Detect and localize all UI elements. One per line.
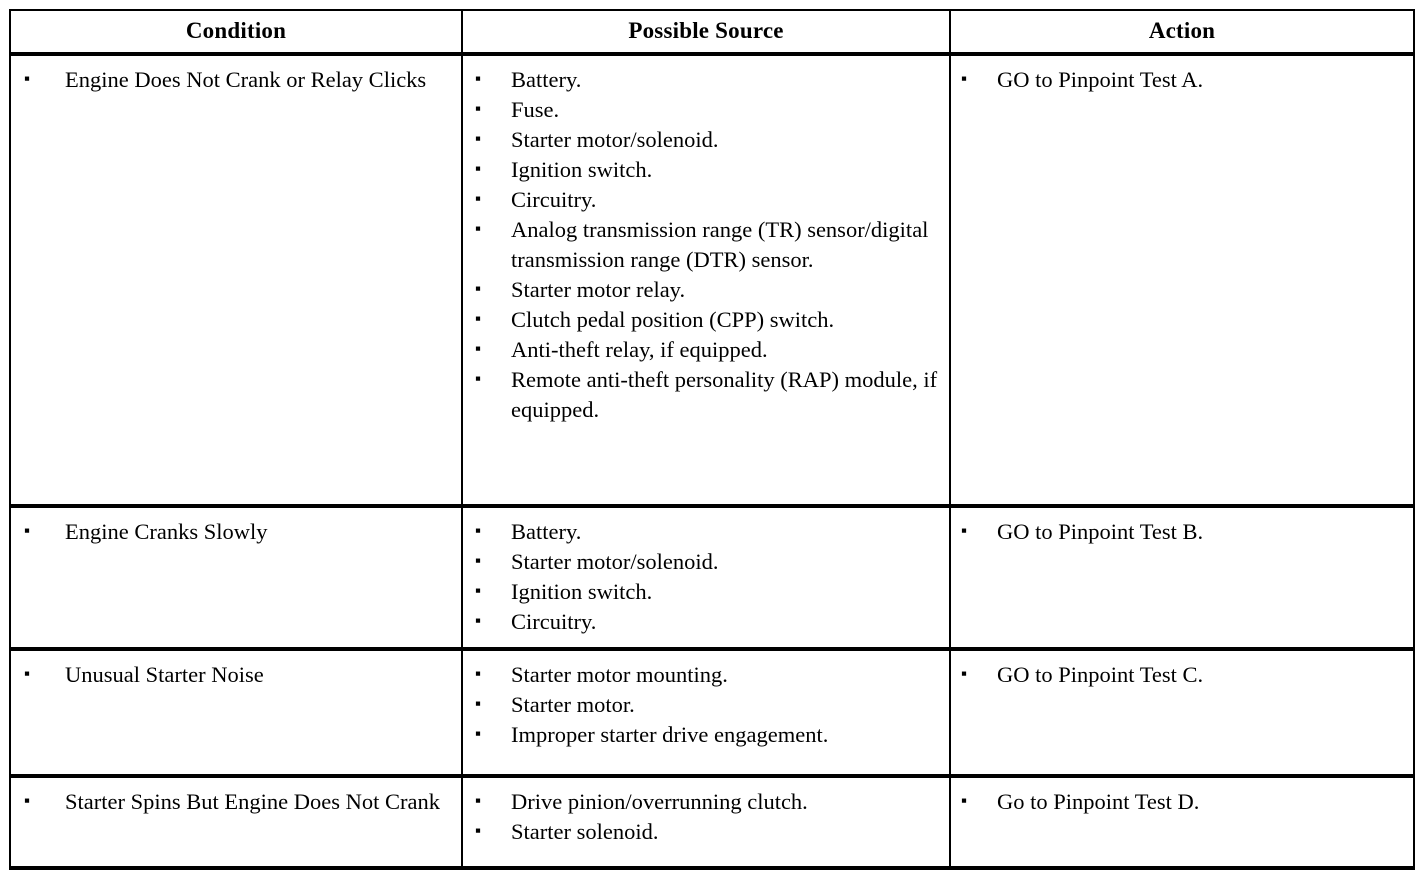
condition-list: Starter Spins But Engine Does Not Crank xyxy=(11,778,461,827)
action-list: Go to Pinpoint Test D. xyxy=(951,778,1413,827)
cell-action: GO to Pinpoint Test A. xyxy=(950,54,1414,508)
list-item: GO to Pinpoint Test A. xyxy=(951,64,1407,95)
action-list: GO to Pinpoint Test B. xyxy=(951,508,1413,557)
list-item: Improper starter drive engagement. xyxy=(463,719,943,750)
cell-condition: Unusual Starter Noise xyxy=(10,649,463,778)
table-header: Condition Possible Source Action xyxy=(10,10,1414,56)
cell-condition: Engine Does Not Crank or Relay Clicks xyxy=(10,54,463,508)
action-list: GO to Pinpoint Test C. xyxy=(951,651,1413,700)
list-item: Starter motor. xyxy=(463,689,943,720)
list-item: Ignition switch. xyxy=(463,576,943,607)
list-item: Battery. xyxy=(463,64,943,95)
list-item: Anti-theft relay, if equipped. xyxy=(463,334,943,365)
table-body: Engine Does Not Crank or Relay Clicks Ba… xyxy=(10,54,1414,868)
possible-source-list: Battery. Fuse. Starter motor/solenoid. I… xyxy=(463,56,949,435)
list-item: Fuse. xyxy=(463,94,943,125)
table-row: Engine Cranks Slowly Battery. Starter mo… xyxy=(10,506,1414,651)
action-list: GO to Pinpoint Test A. xyxy=(951,56,1413,105)
list-item: Ignition switch. xyxy=(463,154,943,185)
column-header-condition: Condition xyxy=(10,10,463,56)
list-item: Starter motor mounting. xyxy=(463,659,943,690)
cell-action: Go to Pinpoint Test D. xyxy=(950,776,1414,868)
list-item: Clutch pedal position (CPP) switch. xyxy=(463,304,943,335)
list-item: Engine Cranks Slowly xyxy=(11,516,455,547)
condition-list: Unusual Starter Noise xyxy=(11,651,461,700)
cell-possible-source: Battery. Starter motor/solenoid. Ignitio… xyxy=(462,506,951,651)
cell-action: GO to Pinpoint Test C. xyxy=(950,649,1414,778)
list-item: Starter motor/solenoid. xyxy=(463,124,943,155)
cell-possible-source: Drive pinion/overrunning clutch. Starter… xyxy=(462,776,951,868)
cell-possible-source: Battery. Fuse. Starter motor/solenoid. I… xyxy=(462,54,951,508)
condition-list: Engine Does Not Crank or Relay Clicks xyxy=(11,56,461,105)
column-header-action: Action xyxy=(950,10,1414,56)
list-item: Battery. xyxy=(463,516,943,547)
cell-action: GO to Pinpoint Test B. xyxy=(950,506,1414,651)
header-row: Condition Possible Source Action xyxy=(10,10,1414,56)
diagnostic-table: Condition Possible Source Action Engine … xyxy=(9,9,1415,870)
cell-condition: Starter Spins But Engine Does Not Crank xyxy=(10,776,463,868)
list-item: Starter solenoid. xyxy=(463,816,943,847)
possible-source-list: Drive pinion/overrunning clutch. Starter… xyxy=(463,778,949,857)
list-item: Drive pinion/overrunning clutch. xyxy=(463,786,943,817)
list-item: Engine Does Not Crank or Relay Clicks xyxy=(11,64,455,95)
table-row: Unusual Starter Noise Starter motor moun… xyxy=(10,649,1414,778)
list-item: Go to Pinpoint Test D. xyxy=(951,786,1407,817)
table-row: Engine Does Not Crank or Relay Clicks Ba… xyxy=(10,54,1414,508)
list-item: Analog transmission range (TR) sensor/di… xyxy=(463,214,943,275)
list-item: Circuitry. xyxy=(463,184,943,215)
list-item: GO to Pinpoint Test B. xyxy=(951,516,1407,547)
list-item: Starter Spins But Engine Does Not Crank xyxy=(11,786,455,817)
table-row: Starter Spins But Engine Does Not Crank … xyxy=(10,776,1414,868)
list-item: GO to Pinpoint Test C. xyxy=(951,659,1407,690)
list-item: Remote anti-theft personality (RAP) modu… xyxy=(463,364,943,425)
list-item: Unusual Starter Noise xyxy=(11,659,455,690)
column-header-possible-source: Possible Source xyxy=(462,10,951,56)
list-item: Circuitry. xyxy=(463,606,943,637)
cell-possible-source: Starter motor mounting. Starter motor. I… xyxy=(462,649,951,778)
list-item: Starter motor/solenoid. xyxy=(463,546,943,577)
possible-source-list: Starter motor mounting. Starter motor. I… xyxy=(463,651,949,760)
cell-condition: Engine Cranks Slowly xyxy=(10,506,463,651)
possible-source-list: Battery. Starter motor/solenoid. Ignitio… xyxy=(463,508,949,647)
list-item: Starter motor relay. xyxy=(463,274,943,305)
condition-list: Engine Cranks Slowly xyxy=(11,508,461,557)
